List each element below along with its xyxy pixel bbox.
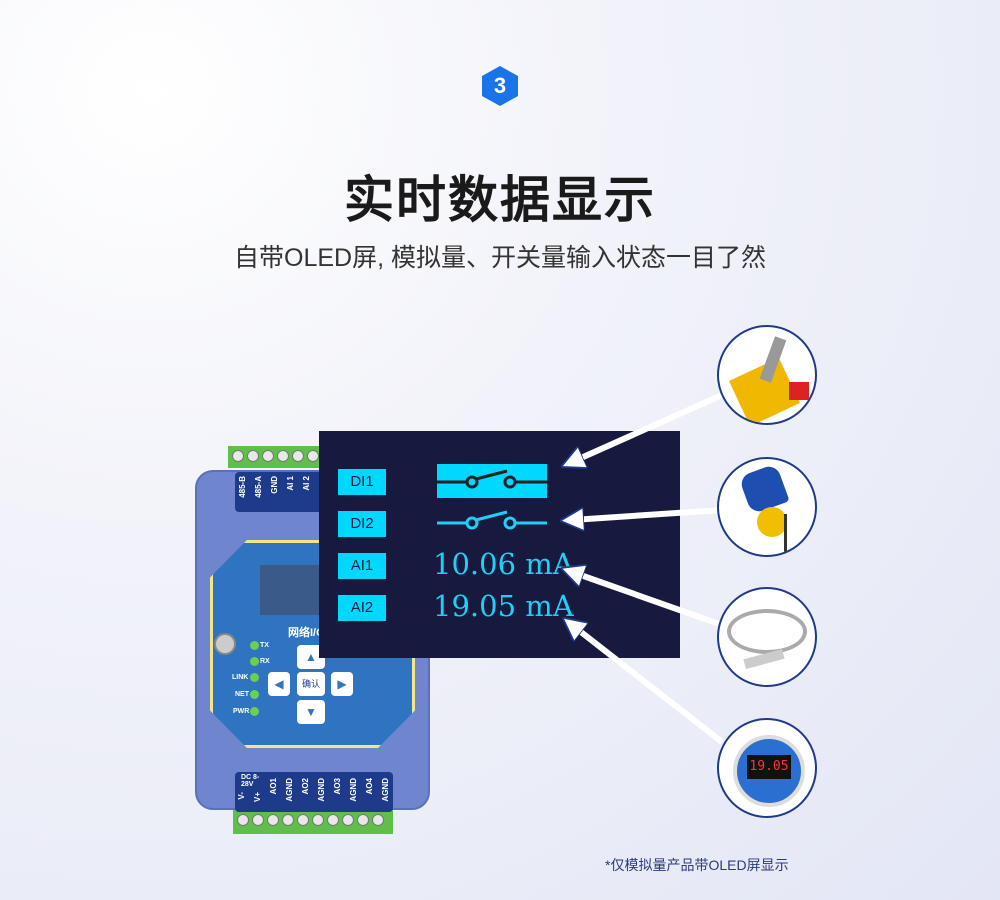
- down-button[interactable]: ▼: [297, 700, 325, 724]
- top-terminal: [228, 446, 328, 468]
- switch-icon-di2: [437, 510, 547, 530]
- tag-ai1: AI1: [338, 553, 386, 579]
- mini-oled: [260, 565, 320, 615]
- bottom-labels: DC 8-28V V- V+ AO1 AGND AO2 AGND AO3 AGN…: [235, 772, 393, 812]
- led-tx: [250, 641, 259, 650]
- ai2-value: 19.05 mA: [433, 589, 574, 623]
- sensor-float-switch: [717, 457, 817, 557]
- power-label: DC 8-28V: [241, 774, 260, 788]
- brand-label: 网络I/O: [288, 627, 325, 639]
- confirm-button[interactable]: 确认: [297, 672, 325, 696]
- sensor-thermocouple: [717, 587, 817, 687]
- led-label: NET: [235, 691, 249, 698]
- right-button[interactable]: ▶: [331, 672, 353, 696]
- tag-di1: DI1: [338, 469, 386, 495]
- arrow-ai2: [572, 625, 724, 745]
- arrow-ai1: [572, 572, 723, 628]
- led-rx: [250, 657, 259, 666]
- led-label: RX: [260, 658, 270, 665]
- led-link: [250, 673, 259, 682]
- led-label: TX: [260, 642, 269, 649]
- led-net: [250, 690, 259, 699]
- led-label: LINK: [232, 674, 249, 681]
- page-subtitle: 自带OLED屏, 模拟量、开关量输入状态一目了然: [234, 244, 766, 272]
- tag-di2: DI2: [338, 511, 386, 537]
- arrow-di2: [572, 507, 723, 520]
- screw-icon: [214, 633, 236, 655]
- footnote: *仅模拟量产品带OLED屏显示: [605, 857, 789, 873]
- switch-icon-di1: [437, 464, 547, 498]
- sensor-limit-switch: [717, 325, 817, 425]
- sensor-readout: 19.05: [747, 755, 791, 779]
- left-button[interactable]: ◀: [268, 672, 290, 696]
- ai1-value: 10.06 mA: [433, 547, 574, 581]
- page-title: 实时数据显示: [344, 172, 656, 228]
- sensor-pressure-transmitter: 19.05: [717, 718, 817, 818]
- led-label: PWR: [233, 708, 250, 715]
- oled-display: DI1 DI2 AI1 AI2 10.06 mA 19.05 mA: [319, 431, 680, 658]
- arrow-di1: [572, 392, 724, 462]
- bottom-terminal: [233, 810, 393, 834]
- led-pwr: [250, 707, 259, 716]
- top-labels: 485-B 485-A GND AI 1 AI 2: [235, 472, 325, 512]
- tag-ai2: AI2: [338, 595, 386, 621]
